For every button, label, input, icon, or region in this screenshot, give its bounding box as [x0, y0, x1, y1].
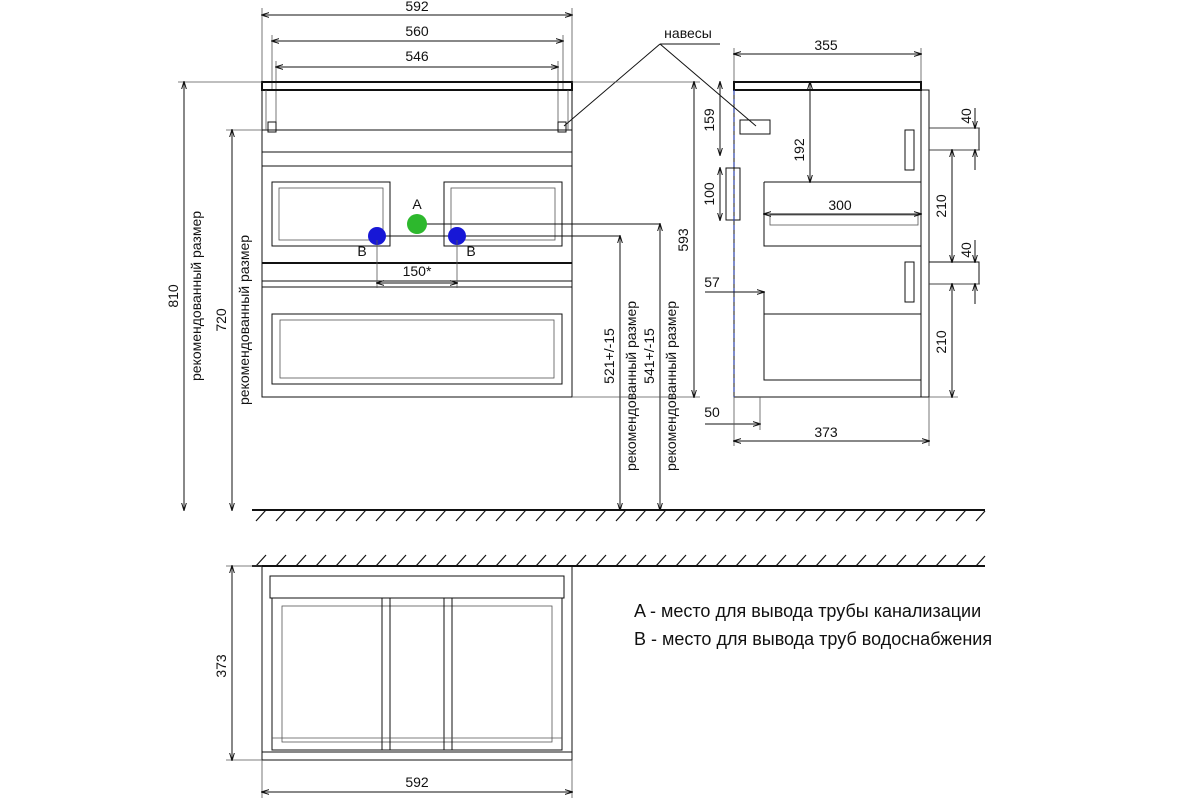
hinges-callout: навесы: [563, 25, 757, 127]
rec-size-541-label: рекомендованный размер: [663, 301, 679, 471]
handle-lower: [904, 261, 915, 303]
width-592-label: 592: [405, 0, 429, 14]
hinges-label: навесы: [664, 25, 712, 41]
legend-a: A - место для вывода трубы канализации: [634, 601, 981, 621]
rec-size-521-label: рекомендованный размер: [623, 301, 639, 471]
front-view: 592 560 546: [165, 0, 986, 522]
pipe-spacing-label: 150*: [403, 263, 432, 279]
height-593-label: 593: [675, 228, 691, 252]
height-810-label: 810: [165, 284, 181, 308]
marker-a-label: A: [412, 196, 422, 212]
front-cabinet: [261, 81, 573, 398]
front-width-dimensions: 592 560 546: [262, 0, 572, 126]
height-720-label: 720: [213, 308, 229, 332]
marker-b-right-label: B: [466, 243, 475, 259]
height-541-label: 541+/-15: [641, 328, 657, 384]
dim-210-top-label: 210: [933, 194, 949, 218]
floor-line: [252, 509, 986, 522]
hinge-left: [267, 121, 277, 133]
dim-50-label: 50: [704, 404, 720, 420]
pipe-markers: A B B 150*: [357, 196, 660, 288]
handle-upper: [904, 129, 915, 171]
depth-373-label: 373: [814, 424, 838, 440]
marker-b-left-label: B: [357, 243, 366, 259]
dim-192-label: 192: [791, 138, 807, 162]
plan-width-label: 592: [405, 774, 429, 790]
width-546-label: 546: [405, 48, 429, 64]
plan-depth-label: 373: [213, 654, 229, 678]
marker-b-right: [448, 227, 466, 245]
hinge-right: [557, 121, 567, 133]
rec-size-720-label: рекомендованный размер: [236, 235, 252, 405]
dim-300-label: 300: [828, 197, 852, 213]
marker-a: [407, 214, 427, 234]
dim-40-bottom-label: 40: [958, 242, 974, 258]
dim-57-label: 57: [704, 274, 720, 290]
dim-159-label: 159: [701, 108, 717, 132]
marker-b-left: [368, 227, 386, 245]
depth-355-label: 355: [814, 37, 838, 53]
dim-210-bottom-label: 210: [933, 330, 949, 354]
dim-100-label: 100: [701, 182, 717, 206]
side-view: 355 159 100 192 300: [701, 37, 980, 446]
legend: A - место для вывода трубы канализации B…: [634, 601, 992, 649]
rec-size-810-label: рекомендованный размер: [188, 211, 204, 381]
height-521-label: 521+/-15: [601, 328, 617, 384]
width-560-label: 560: [405, 23, 429, 39]
side-hinge: [739, 119, 771, 135]
front-height-dimensions: 810 рекомендованный размер 720 рекомендо…: [165, 82, 700, 510]
legend-b: B - место для вывода труб водоснабжения: [634, 629, 992, 649]
dim-40-top-label: 40: [958, 108, 974, 124]
plan-view: 373 592: [213, 554, 986, 798]
